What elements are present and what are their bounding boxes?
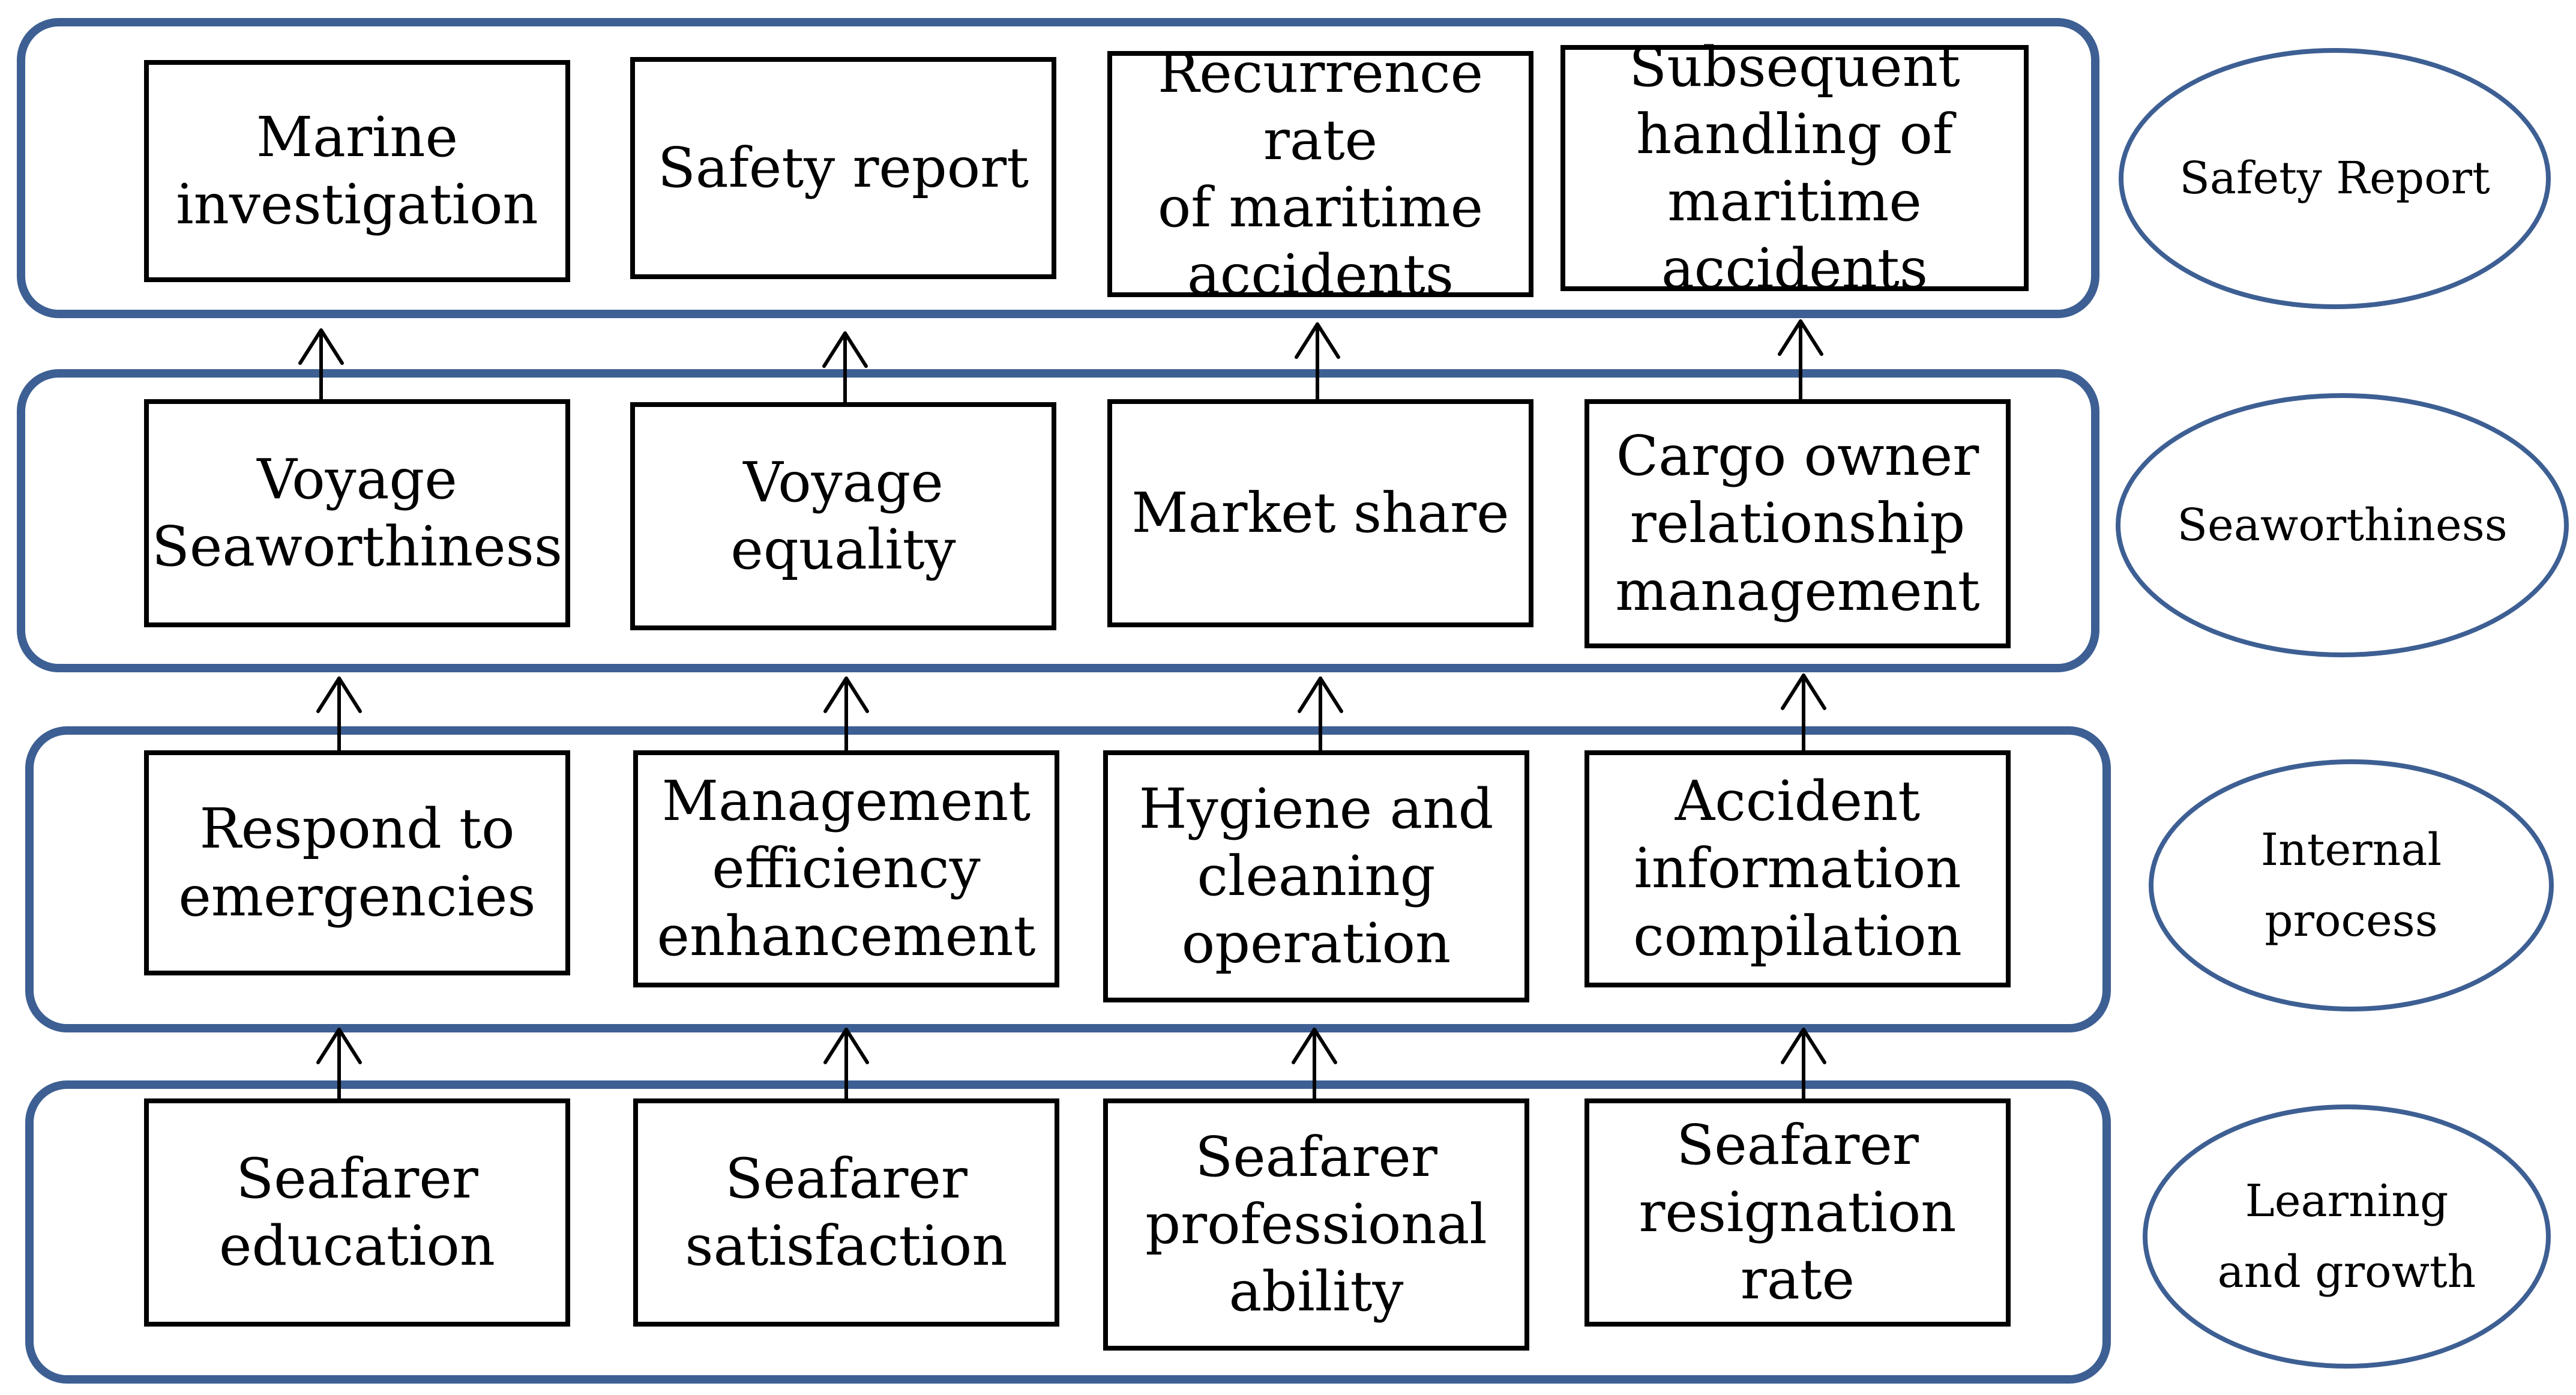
arrow-efficiency-to-voyage-equality — [823, 676, 869, 752]
arrow-emergencies-to-voyage-seaworthiness — [316, 676, 362, 752]
category-learning-growth: Learning and growth — [2143, 1104, 2551, 1369]
category-seaworthiness: Seaworthiness — [2116, 393, 2569, 657]
arrow-satisfaction-to-efficiency — [823, 1028, 869, 1100]
box-seafarer-professional-ability: Seafarer professional ability — [1103, 1098, 1529, 1351]
box-management-efficiency: Management efficiency enhancement — [633, 750, 1059, 987]
arrow-accident-info-to-cargo-owner — [1781, 673, 1826, 752]
arrow-education-to-emergencies — [316, 1028, 362, 1100]
arrow-hygiene-to-market-share — [1298, 676, 1343, 752]
box-accident-information: Accident information compilation — [1584, 750, 2011, 987]
box-subsequent-handling: Subsequent handling of maritime accident… — [1560, 35, 2029, 301]
box-seafarer-education: Seafarer education — [144, 1098, 570, 1327]
box-seafarer-resignation-rate: Seafarer resignation rate — [1584, 1098, 2011, 1327]
box-voyage-seaworthiness: Voyage Seaworthiness — [144, 399, 570, 627]
box-hygiene-cleaning: Hygiene and cleaning operation — [1103, 750, 1529, 1002]
category-safety-report: Safety Report — [2119, 48, 2551, 309]
arrow-voyage-seaworthiness-to-marine-investigation — [298, 328, 344, 401]
box-safety-report: Safety report — [630, 57, 1056, 279]
box-seafarer-satisfaction: Seafarer satisfaction — [633, 1098, 1059, 1327]
arrow-resignation-to-accident-info — [1781, 1028, 1826, 1100]
box-market-share: Market share — [1107, 399, 1533, 627]
box-respond-emergencies: Respond to emergencies — [144, 750, 570, 975]
arrow-ability-to-hygiene — [1292, 1028, 1337, 1100]
box-voyage-equality: Voyage equality — [630, 402, 1056, 630]
category-internal-process: Internal process — [2149, 759, 2554, 1011]
box-marine-investigation: Marine investigation — [144, 60, 570, 282]
arrow-cargo-owner-to-subsequent-handling — [1778, 319, 1823, 401]
box-cargo-owner-relationship: Cargo owner relationship management — [1584, 399, 2011, 648]
arrow-market-share-to-recurrence-rate — [1295, 322, 1340, 401]
arrow-voyage-equality-to-safety-report — [822, 331, 868, 404]
box-recurrence-rate: Recurrence rate of maritime accidents — [1107, 41, 1533, 307]
